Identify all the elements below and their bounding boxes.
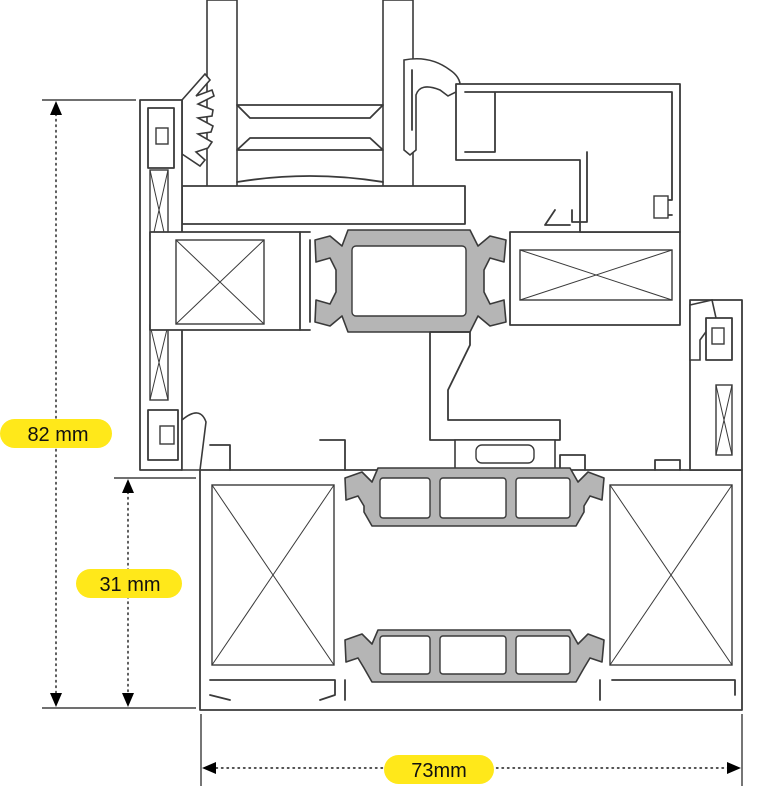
thermal-break-upper-cavity: [351, 245, 467, 317]
thermal-break-lower-top-cell-3: [515, 477, 571, 519]
gasket-right-frame: [689, 299, 717, 361]
dimension-height-inner-arrow-top: [122, 479, 134, 493]
steel-reinforcement-upper-right-x: [519, 249, 673, 301]
outer-frame: [199, 299, 743, 711]
sash-foot-leg: [429, 331, 561, 441]
steel-reinforcement-upper-left-x: [175, 239, 265, 325]
thermal-break-upper: [314, 229, 507, 333]
sash-right-chamber: [455, 83, 681, 326]
dimension-height-total: 82 mm: [0, 99, 196, 709]
dimension-width-arrow-left: [202, 762, 216, 774]
dimension-width-arrow-right: [727, 762, 741, 774]
steel-reinforcement-lower-right-x: [609, 484, 733, 666]
steel-reinforcement-lower-left-x: [211, 484, 335, 666]
dimension-height-inner-badge: [76, 569, 182, 598]
thermal-break-lower-bottom-cell-2: [439, 635, 507, 675]
thermal-break-lower-bottom-cell-1: [379, 635, 431, 675]
glazing-bead-hook: [653, 195, 669, 219]
gasket-left-lower: [181, 412, 207, 471]
sash-left-lower-hole: [159, 425, 175, 445]
sash-upper-chamber: [149, 231, 311, 331]
dimension-height-total-badge: [0, 419, 112, 448]
sash-foot: [429, 331, 561, 471]
gasket-left: [181, 72, 215, 168]
thermal-break-lower: [344, 467, 605, 683]
glazing-gaskets: [181, 57, 462, 168]
glazing-sealant: [236, 175, 384, 183]
dimension-height-total-arrow-bottom: [50, 693, 62, 707]
dimension-width: 73mm: [200, 714, 743, 786]
outer-frame-top-ribs: [209, 439, 681, 471]
outer-frame-bottom-ribs: [209, 679, 736, 701]
reinforcement-right-upper-x: [715, 384, 733, 456]
glazing-support-block: [181, 185, 466, 225]
dimension-height-inner-label: 31 mm: [99, 574, 160, 596]
glazing-bead-outline: [455, 83, 681, 233]
sash-left-seat-hole: [155, 127, 169, 145]
dimension-width-label: 73mm: [411, 760, 467, 782]
thermal-break-lower-bottom-cell-3: [515, 635, 571, 675]
sash-foot-gasket: [475, 444, 535, 464]
thermal-break-lower-top-cell-1: [379, 477, 431, 519]
dimension-height-total-arrow-top: [50, 101, 62, 115]
sash-chamber-lip: [299, 231, 311, 331]
dimension-width-badge: [384, 755, 494, 784]
dimension-height-inner: 31 mm: [76, 477, 196, 707]
glazing-unit: [181, 0, 466, 225]
glazing-spacer: [236, 104, 384, 151]
thermal-break-lower-top-cell-2: [439, 477, 507, 519]
reinforcement-left-lower-x: [149, 324, 169, 401]
frame-right-seat-hole: [711, 327, 725, 345]
dimension-height-total-label: 82 mm: [27, 424, 88, 446]
dimension-height-inner-arrow-bottom: [122, 693, 134, 707]
